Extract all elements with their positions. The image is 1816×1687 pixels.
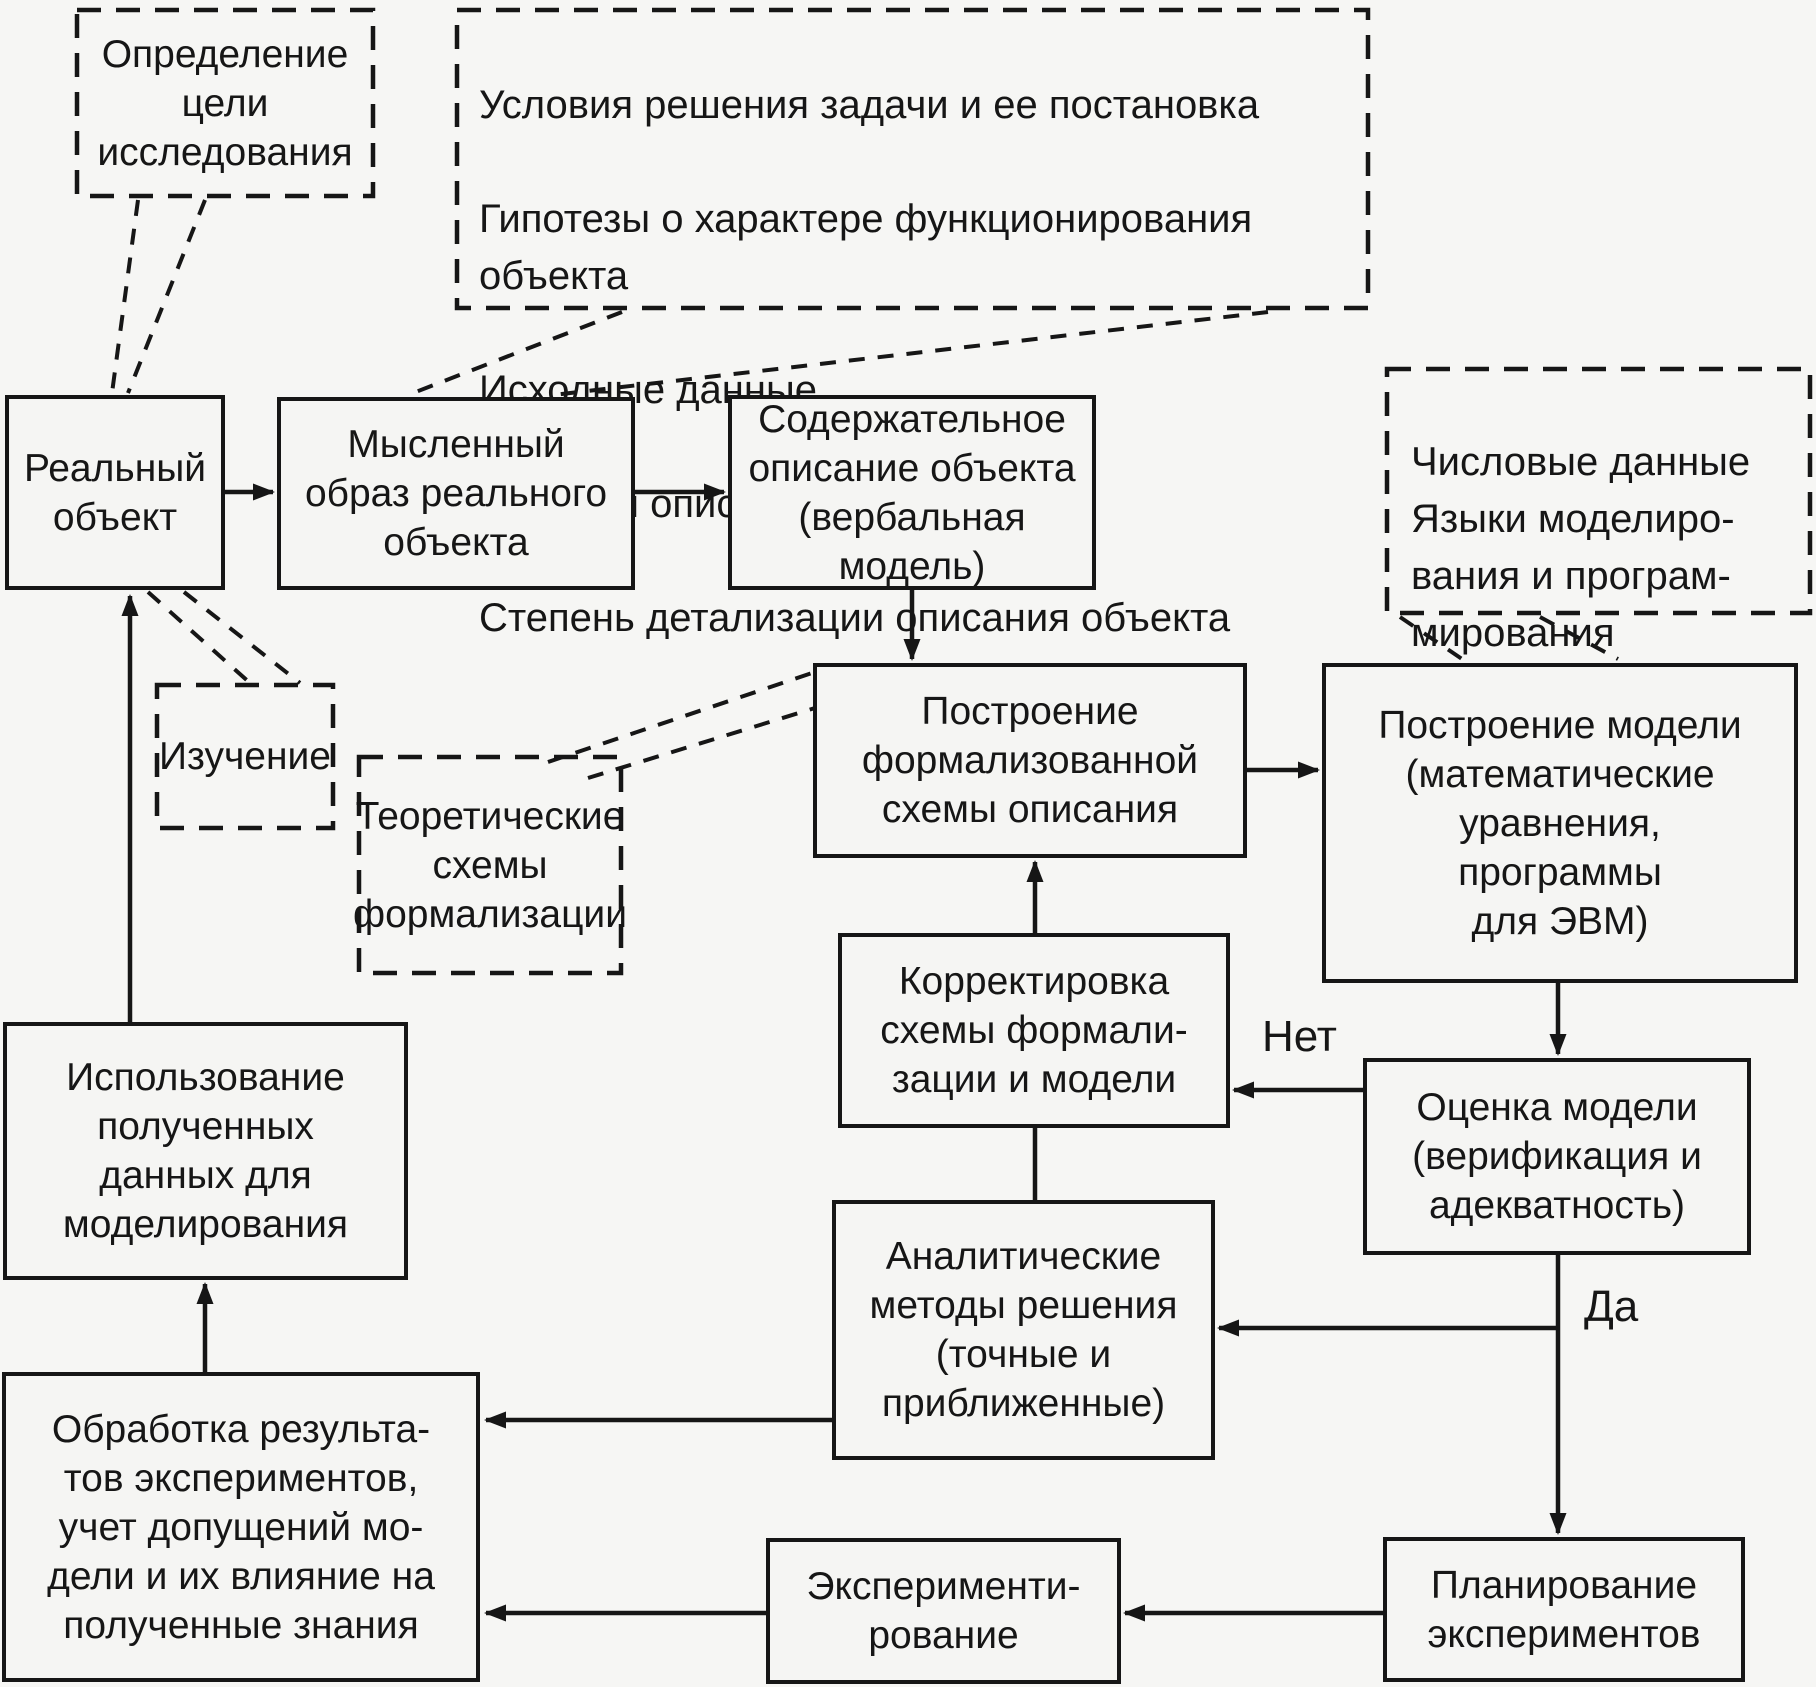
goal-note-border xyxy=(74,7,376,199)
box-experimentation: Эксперименти- рование xyxy=(766,1538,1121,1684)
numeric-note-border xyxy=(1384,366,1813,616)
dashed-link-numeric-to-model-1 xyxy=(1398,615,1464,661)
note-research-goal: Определение цели исследования xyxy=(77,10,373,196)
box-processing-label: Обработка результа- тов экспериментов, у… xyxy=(47,1407,435,1647)
dashed-link-real-to-study-1 xyxy=(146,590,252,685)
dashed-link-conditions-to-mental-2 xyxy=(552,310,1269,397)
box-formal-scheme-label: Построение формализованной схемы описани… xyxy=(861,690,1199,831)
note-numeric-data: Числовые данные Языки моделиро- вания и … xyxy=(1387,369,1810,655)
decision-label-no: Нет xyxy=(1262,1012,1337,1061)
study-note-border xyxy=(154,682,336,831)
box-correction: Корректировка схемы формали- зации и мод… xyxy=(838,933,1230,1128)
box-planning-label: Планирование экспериментов xyxy=(1427,1563,1701,1656)
note-theoretical-schemes-label: Теоретические схемы формализации xyxy=(353,794,627,936)
box-model-build: Построение модели (математические уравне… xyxy=(1322,663,1798,983)
box-evaluation-label: Оценка модели (верификация и адекватност… xyxy=(1412,1086,1702,1227)
note-study-label: Изучение xyxy=(159,735,331,778)
note-numeric-data-label: Числовые данные Языки моделиро- вания и … xyxy=(1411,440,1751,655)
dashed-link-real-to-study-2 xyxy=(182,590,302,685)
note-theoretical-schemes: Теоретические схемы формализации xyxy=(353,757,627,973)
box-analytical-label: Аналитические методы решения (точные и п… xyxy=(869,1235,1178,1425)
note-task-conditions: Условия решения задачи и ее постановка Г… xyxy=(457,10,1368,640)
dashed-link-goal-to-real-1 xyxy=(110,199,140,394)
box-correction-label: Корректировка схемы формали- зации и мод… xyxy=(880,960,1188,1101)
box-verbal-model-label: Содержательное описание объекта (вербаль… xyxy=(748,397,1076,588)
dashed-link-numeric-to-model-2 xyxy=(1539,615,1619,661)
box-model-build-label: Построение модели (математические уравне… xyxy=(1378,703,1742,943)
dashed-link-conditions-to-mental-1 xyxy=(407,310,623,397)
conditions-note-border xyxy=(454,7,1371,311)
condition-line: Степень детализации описания объекта xyxy=(479,596,1231,640)
box-verbal-model: Содержательное описание объекта (вербаль… xyxy=(728,395,1096,590)
box-mental-image-label: Мысленный образ реального объекта xyxy=(304,423,608,564)
box-processing: Обработка результа- тов экспериментов, у… xyxy=(2,1372,480,1682)
theoretical-note-border xyxy=(356,754,624,976)
note-research-goal-label: Определение цели исследования xyxy=(97,32,353,174)
box-real-object: Реальный объект xyxy=(5,395,225,590)
box-usage-label: Использование полученных данных для моде… xyxy=(62,1056,349,1246)
dashed-link-theoretical-to-formal-2 xyxy=(587,706,816,780)
note-study: Изучение xyxy=(157,685,333,828)
box-analytical: Аналитические методы решения (точные и п… xyxy=(832,1200,1215,1460)
box-planning: Планирование экспериментов xyxy=(1383,1537,1745,1682)
dashed-link-goal-to-real-2 xyxy=(126,199,207,394)
box-formal-scheme: Построение формализованной схемы описани… xyxy=(813,663,1247,858)
box-experimentation-label: Эксперименти- рование xyxy=(806,1565,1081,1657)
dashed-link-theoretical-to-formal-1 xyxy=(547,670,816,764)
box-real-object-label: Реальный объект xyxy=(23,446,207,539)
condition-line: Условия решения задачи и ее постановка xyxy=(479,83,1260,127)
box-usage: Использование полученных данных для моде… xyxy=(3,1022,408,1280)
box-mental-image: Мысленный образ реального объекта xyxy=(277,397,635,590)
decision-label-yes: Да xyxy=(1584,1282,1639,1331)
condition-line: Гипотезы о характере функционирования об… xyxy=(479,197,1253,298)
box-evaluation: Оценка модели (верификация и адекватност… xyxy=(1363,1058,1751,1255)
